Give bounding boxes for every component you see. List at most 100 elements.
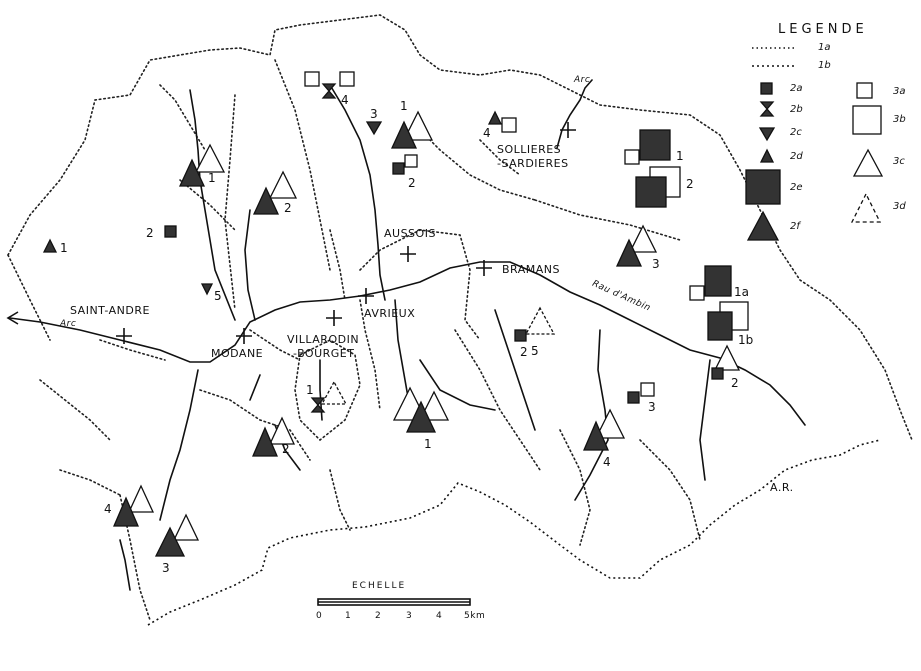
site-number: 1 — [676, 149, 684, 163]
site-vb1-hourglass — [310, 397, 326, 413]
site-sw2-triangle — [252, 426, 278, 457]
site-number: 3 — [162, 561, 170, 575]
international-border — [147, 439, 881, 626]
site-sw3-outline-triangle — [172, 513, 200, 541]
site-sw4-triangle — [113, 496, 139, 527]
site-vb1-dashed-triangle — [320, 380, 348, 405]
river-arc-east-label: Arc — [574, 75, 591, 85]
site-number: 2 — [146, 226, 154, 240]
town-sardieres: -SARDIERES — [497, 157, 569, 170]
boundary-lines — [7, 14, 913, 621]
site-e2b-outline-triangle — [713, 344, 741, 371]
site-au2-outline-square — [404, 154, 418, 168]
site-number: 1 — [424, 437, 432, 451]
legend-label-3d: 3d — [893, 201, 906, 212]
site-e3-triangle — [615, 238, 643, 267]
town-avrieux: AVRIEUX — [364, 307, 416, 320]
site-au3-down-triangle — [365, 121, 383, 136]
site-e2b-square — [711, 367, 724, 380]
arc-arrow — [6, 311, 19, 325]
site-number: 4 — [104, 502, 112, 516]
site-e1-outline-square — [624, 149, 640, 165]
legend-title: LEGENDE — [778, 22, 868, 37]
site-br4-outline-triangle — [594, 408, 626, 439]
site-br3-square — [627, 391, 640, 404]
site-sa5-triangle — [200, 283, 214, 296]
site-number: 3 — [648, 400, 656, 414]
site-au4-square-b — [339, 71, 355, 87]
site-number: 1 — [400, 99, 408, 113]
town-bourget: -BOURGET — [293, 347, 355, 360]
site-number: 5 — [531, 344, 539, 358]
site-br4-triangle — [583, 420, 609, 451]
legend-label-2e: 2e — [790, 182, 803, 193]
site-number: 3 — [370, 107, 378, 121]
site-number: 3 — [652, 257, 660, 271]
site-au4-hourglass — [321, 83, 337, 99]
site-e2-square — [635, 176, 667, 208]
scale-tick: 4 — [436, 611, 443, 621]
site-nw2-triangle — [252, 186, 280, 215]
site-br5-dashed-triangle — [524, 306, 556, 335]
legend-label-1a: 1a — [818, 42, 831, 53]
site-au2-square — [392, 162, 405, 175]
site-so4-outline-square — [501, 117, 517, 133]
site-number: 2 — [520, 345, 528, 359]
scale-tick: 1 — [345, 611, 352, 621]
site-number: 2 — [284, 201, 292, 215]
scale-tick: 2 — [375, 611, 382, 621]
site-number: 4 — [483, 126, 491, 140]
rivers — [9, 79, 806, 591]
site-e1a-outline-square — [689, 285, 705, 301]
legend-label-3a: 3a — [893, 86, 906, 97]
site-sa2-square — [164, 225, 177, 238]
site-nw2-outline-triangle — [268, 170, 298, 199]
town-bramans: BRAMANS — [502, 263, 560, 276]
site-au1-triangle — [390, 120, 418, 149]
site-number: 4 — [341, 93, 349, 107]
scale-bar — [317, 598, 471, 606]
site-e3-outline-triangle — [628, 224, 658, 253]
town-markers — [116, 122, 576, 344]
site-sw2-outline-triangle — [268, 416, 296, 445]
legend-label-2f: 2f — [790, 221, 800, 232]
site-au1-outline-triangle — [402, 110, 434, 141]
site-nw1-outline-triangle — [194, 143, 226, 173]
scale-tick: 0 — [316, 611, 323, 621]
scale-tick: 3 — [406, 611, 413, 621]
site-sw4-outline-triangle — [127, 484, 155, 513]
legend-label-2d: 2d — [790, 151, 803, 162]
legend-label-3b: 3b — [893, 114, 906, 125]
site-br5-square — [514, 329, 527, 342]
site-sw3-triangle — [154, 526, 186, 557]
scale-tick: 5km — [464, 611, 486, 621]
site-number: 2 — [731, 376, 739, 390]
site-number: 1 — [60, 241, 68, 255]
site-e1b-square — [707, 311, 733, 341]
site-sa1-triangle — [42, 238, 58, 253]
legend-label-2a: 2a — [790, 83, 803, 94]
legend-symbols — [745, 47, 884, 241]
border-label: A.R. — [770, 481, 794, 494]
site-number: 2 — [686, 177, 694, 191]
site-symbols — [42, 71, 749, 557]
town-aussois: AUSSOIS — [384, 227, 436, 240]
site-e1-square — [639, 129, 671, 161]
legend-label-3c: 3c — [893, 156, 905, 167]
town-villarodin: VILLARODIN — [287, 333, 360, 346]
river-arc-west-label: Arc — [60, 319, 77, 329]
site-number: 1a — [734, 285, 749, 299]
site-number: 1 — [306, 383, 314, 397]
town-sollieres: SOLLIERES — [497, 143, 562, 156]
legend-label-2c: 2c — [790, 127, 802, 138]
site-nw1-triangle — [178, 158, 206, 187]
site-av1-triangle — [405, 400, 437, 433]
site-au4-square-a — [304, 71, 320, 87]
site-av1-outline-triangle-b — [418, 390, 450, 421]
site-number: 5 — [214, 289, 222, 303]
site-number: 2 — [282, 442, 290, 456]
town-saint-andre: SAINT-ANDRE — [70, 304, 150, 317]
site-number: 2 — [408, 176, 416, 190]
legend-label-1b: 1b — [818, 60, 831, 71]
